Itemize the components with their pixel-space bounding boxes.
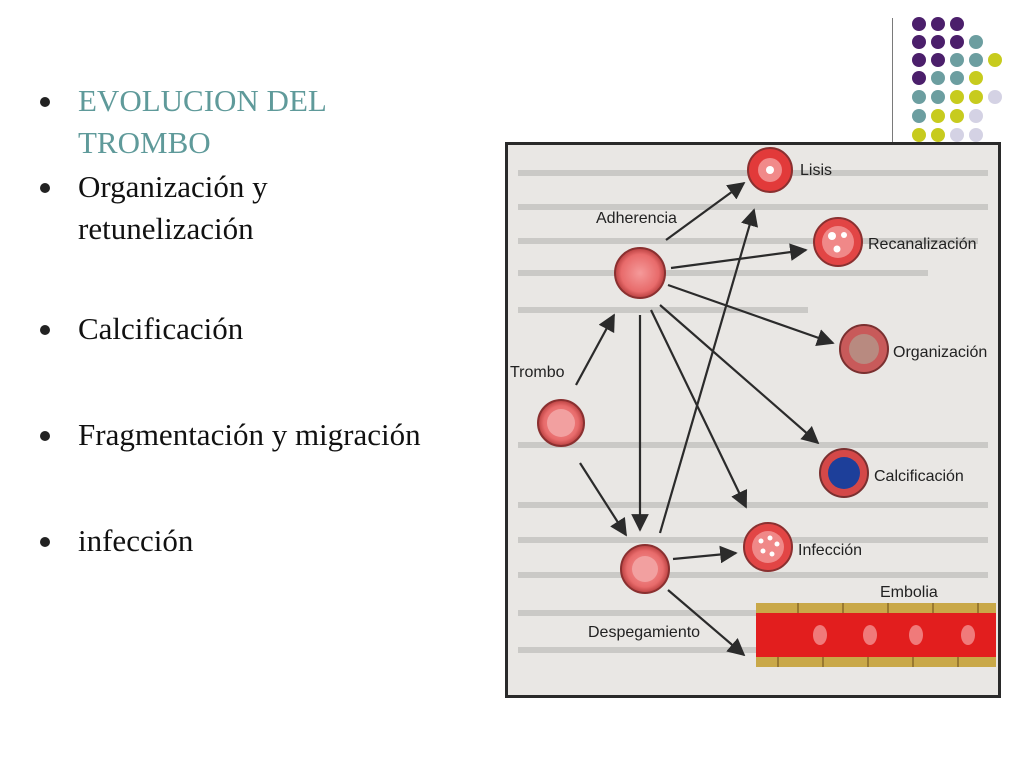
label-embolia: Embolia	[880, 584, 938, 601]
bullet-calcificacion-text: Calcificación	[78, 311, 244, 346]
label-recanalizacion: Recanalización	[868, 236, 977, 253]
cell-calcificacion	[819, 448, 869, 498]
bullet-fragmentacion-text: Fragmentación y migración	[78, 417, 421, 452]
label-infeccion: Infección	[798, 542, 862, 559]
bullet-dot	[40, 183, 50, 193]
thrombus-evolution-diagram: Trombo Adherencia Despegamiento Lisis Re…	[505, 142, 1001, 698]
diagram-arrows	[575, 181, 835, 657]
bullet-title: EVOLUCION DEL TROMBO	[36, 80, 506, 164]
label-calcificacion: Calcificación	[874, 468, 964, 485]
bullet-organizacion: Organización y retunelización	[36, 166, 506, 250]
cell-despegamiento	[620, 544, 670, 594]
cell-recanalizacion	[813, 217, 863, 267]
diagram-svg: Trombo Adherencia Despegamiento Lisis Re…	[510, 147, 996, 667]
bullet-infeccion: infección	[36, 520, 506, 562]
cell-trombo	[537, 399, 585, 447]
bullet-organizacion-line2: retunelización	[78, 211, 254, 246]
label-adherencia: Adherencia	[596, 210, 677, 227]
label-lisis: Lisis	[800, 162, 832, 179]
cell-adherencia	[614, 247, 666, 299]
bullet-dot	[40, 325, 50, 335]
bullet-infeccion-text: infección	[78, 523, 194, 558]
cell-organizacion	[839, 324, 889, 374]
bullet-fragmentacion: Fragmentación y migración	[36, 414, 506, 456]
bullet-dot	[40, 537, 50, 547]
bullet-calcificacion: Calcificación	[36, 308, 506, 350]
embolia-vessel	[756, 603, 996, 667]
cell-infeccion	[743, 522, 793, 572]
bullet-title-line1: EVOLUCION DEL	[78, 83, 327, 118]
label-despegamiento: Despegamiento	[588, 624, 700, 641]
label-organizacion: Organización	[893, 344, 987, 361]
bullet-list: EVOLUCION DEL TROMBO Organización y retu…	[36, 80, 506, 562]
cell-lisis	[747, 147, 793, 193]
divider-line	[892, 18, 893, 142]
bullet-dot	[40, 431, 50, 441]
bullet-title-line2: TROMBO	[78, 125, 211, 160]
bullet-organizacion-line1: Organización y	[78, 169, 268, 204]
bullet-dot	[40, 97, 50, 107]
label-trombo: Trombo	[510, 364, 565, 381]
